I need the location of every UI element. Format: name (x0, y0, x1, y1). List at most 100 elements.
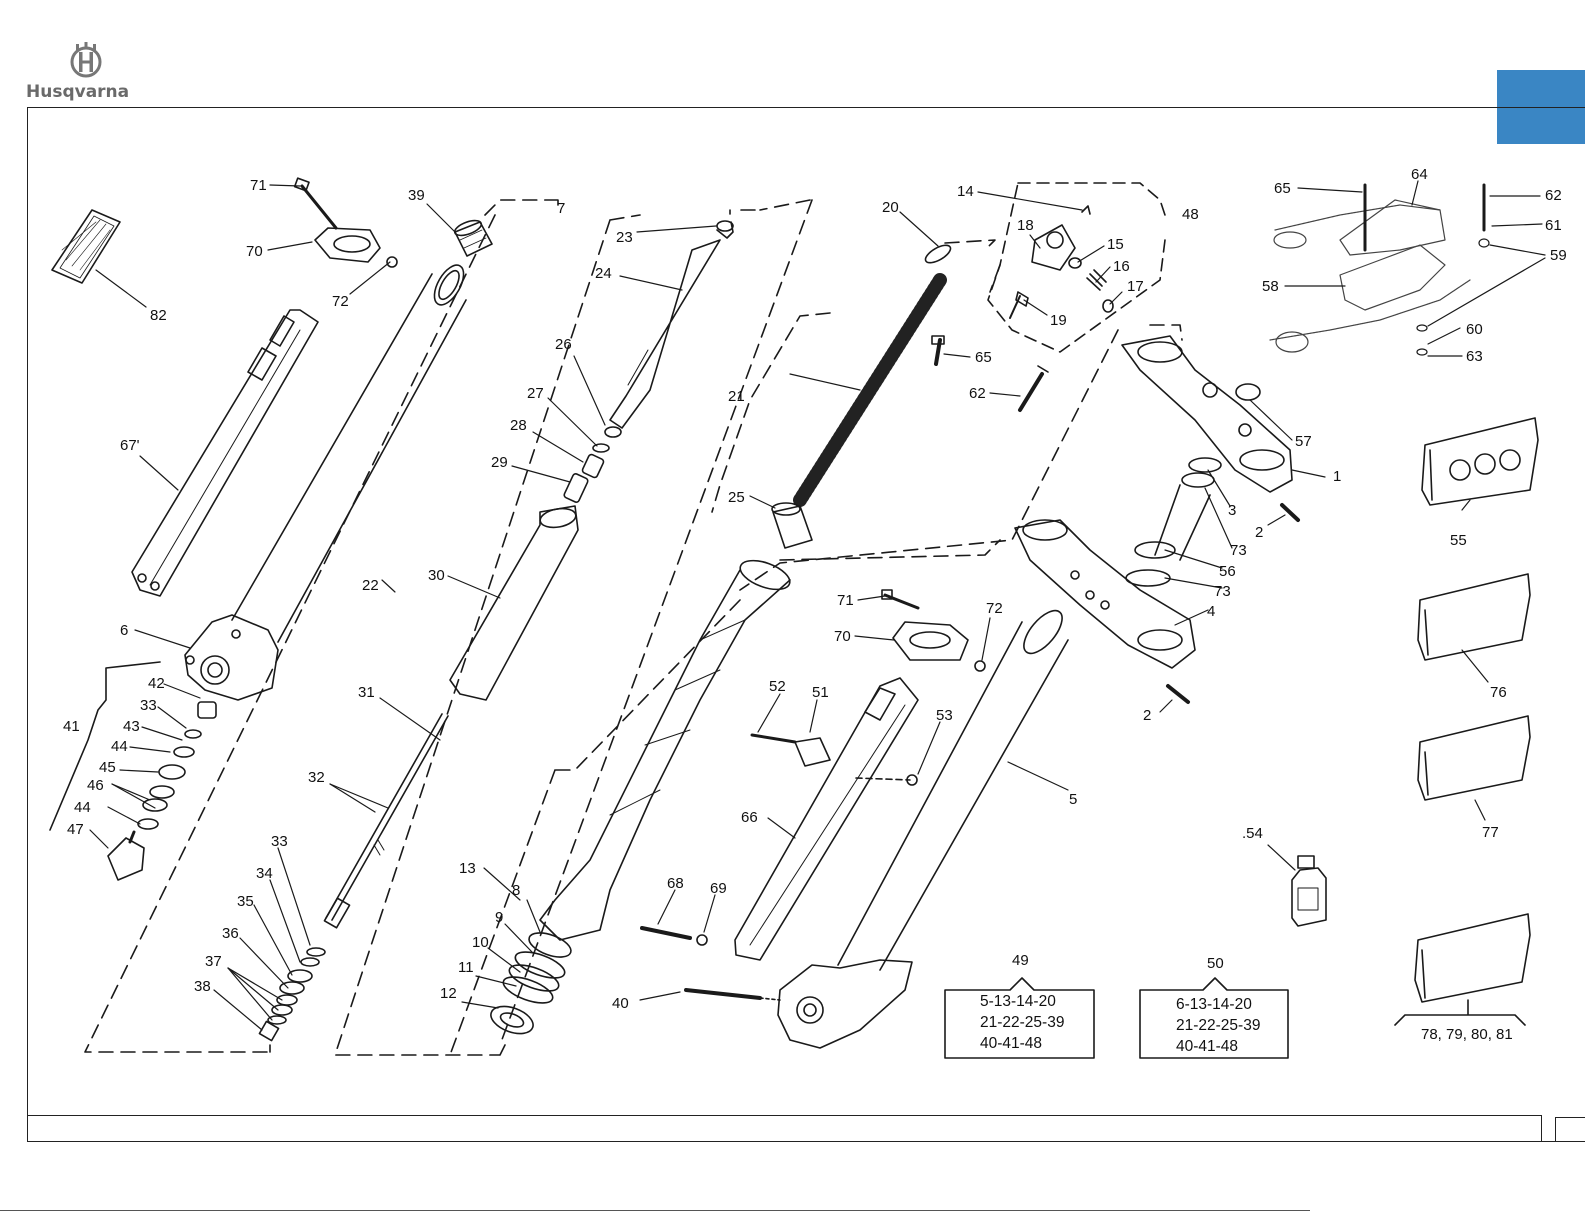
label-4: 4 (1207, 603, 1215, 620)
fork-protector-pad-82 (51, 209, 121, 284)
label-42: 42 (148, 675, 165, 692)
label-21: 21 (728, 388, 745, 405)
label-6: 6 (120, 622, 128, 639)
label-68: 68 (667, 875, 684, 892)
label-40: 40 (612, 995, 629, 1012)
label-24: 24 (595, 265, 612, 282)
label-32: 32 (308, 769, 325, 786)
label-65-top: 65 (1274, 180, 1291, 197)
label-61: 61 (1545, 217, 1562, 234)
fork-cap-18 (1009, 205, 1114, 319)
damper-tube-24 (609, 220, 734, 429)
label-16: 16 (1113, 258, 1130, 275)
label-22: 22 (362, 577, 379, 594)
dashed-group-48 (987, 182, 1166, 353)
footer-page-box (1555, 1117, 1585, 1142)
label-70: 70 (246, 243, 263, 260)
label-26: 26 (555, 336, 572, 353)
label-71-b: 71 (837, 592, 854, 609)
fork-guard-67 (131, 309, 319, 597)
kit-49-line-2: 21-22-25-39 (980, 1014, 1064, 1031)
label-38: 38 (194, 978, 211, 995)
label-55: 55 (1450, 532, 1467, 549)
label-35: 35 (237, 893, 254, 910)
small-parts-26-29 (563, 426, 622, 503)
label-23: 23 (616, 229, 633, 246)
label-44-b: 44 (74, 799, 91, 816)
label-65: 65 (975, 349, 992, 366)
label-45: 45 (99, 759, 116, 776)
bracket-41 (49, 661, 161, 831)
label-70-b: 70 (834, 628, 851, 645)
label-64: 64 (1411, 166, 1428, 183)
seal-kit-78-81 (1414, 913, 1531, 1003)
label-30: 30 (428, 567, 445, 584)
label-11: 11 (458, 959, 474, 976)
label-73: 73 (1230, 542, 1247, 559)
oil-bottle-54 (1291, 855, 1327, 927)
label-39: 39 (408, 187, 425, 204)
label-82: 82 (150, 307, 167, 324)
label-36: 36 (222, 925, 239, 942)
label-33-b: 33 (271, 833, 288, 850)
label-48: 48 (1182, 206, 1199, 223)
label-62-top: 62 (1545, 187, 1562, 204)
dashed-group-22 (334, 199, 813, 1056)
damper-rod-30 (449, 505, 579, 701)
label-9: 9 (495, 909, 503, 926)
label-37: 37 (205, 953, 222, 970)
kit-50-number: 50 (1207, 955, 1224, 972)
label-34: 34 (256, 865, 273, 882)
label-28: 28 (510, 417, 527, 434)
handlebar-mount-58-64 (1269, 183, 1490, 356)
brand-wordmark: Husqvarna (26, 82, 130, 102)
kit-bracket-78-81 (1394, 999, 1526, 1026)
seal-kit-55 (1421, 417, 1539, 506)
label-41: 41 (63, 718, 80, 735)
kit-50-line-2: 21-22-25-39 (1176, 1017, 1260, 1034)
label-78-81: 78, 79, 80, 81 (1421, 1026, 1513, 1043)
bushing-39 (453, 219, 493, 257)
spring-20-21 (793, 273, 947, 507)
seal-kit-76 (1417, 573, 1531, 661)
bolt-40 (684, 988, 762, 1000)
clamp-70-lower (881, 589, 986, 672)
husqvarna-logo-icon (70, 42, 102, 78)
label-8: 8 (512, 882, 520, 899)
label-51: 51 (812, 684, 829, 701)
label-2: 2 (1255, 524, 1263, 541)
kit-49-line-1: 5-13-14-20 (980, 993, 1056, 1010)
label-19: 19 (1050, 312, 1067, 329)
label-14: 14 (957, 183, 974, 200)
label-57: 57 (1295, 433, 1312, 450)
dashed-group-21 (711, 239, 1001, 561)
stanchion-13 (539, 559, 791, 941)
seal-kit-77 (1417, 715, 1531, 801)
spacer-25 (771, 502, 813, 549)
label-47: 47 (67, 821, 84, 838)
label-5: 5 (1069, 791, 1077, 808)
kit-box-50 (1139, 977, 1289, 1059)
label-13: 13 (459, 860, 476, 877)
label-76: 76 (1490, 684, 1507, 701)
seals-8-12 (490, 932, 572, 1035)
label-18: 18 (1017, 217, 1034, 234)
dashed-group-5 (449, 324, 1183, 1056)
kit-50-line-1: 6-13-14-20 (1176, 996, 1252, 1013)
label-44: 44 (111, 738, 128, 755)
rod-31 (323, 713, 449, 929)
label-31: 31 (358, 684, 375, 701)
label-46: 46 (87, 777, 104, 794)
label-12: 12 (440, 985, 457, 1002)
valve-stack-33-38 (258, 947, 326, 1042)
fork-guard-66 (734, 677, 919, 961)
label-27: 27 (527, 385, 544, 402)
label-43: 43 (123, 718, 140, 735)
label-67: 67' (120, 437, 140, 454)
label-72: 72 (332, 293, 349, 310)
label-33: 33 (140, 697, 157, 714)
valve-parts-42-47 (107, 701, 217, 881)
label-54: .54 (1242, 825, 1263, 842)
label-62: 62 (969, 385, 986, 402)
upper-triple-clamp-1 (1121, 335, 1300, 522)
